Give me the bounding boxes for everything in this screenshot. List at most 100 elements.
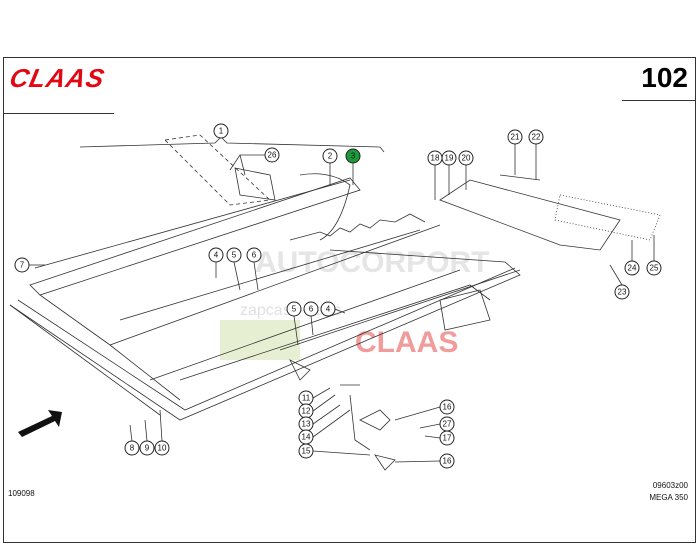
callout-label: 8 <box>130 444 135 453</box>
callout-label: 26 <box>268 151 277 160</box>
callout-circle <box>226 247 242 263</box>
callout-17[interactable]: 17 <box>439 430 455 446</box>
callout-label: 23 <box>618 288 627 297</box>
callout-16[interactable]: 16 <box>439 453 455 469</box>
callout-25[interactable]: 25 <box>646 260 662 276</box>
callout-4[interactable]: 4 <box>208 247 224 263</box>
callout-21[interactable]: 21 <box>507 129 523 145</box>
callout-circle <box>614 284 630 300</box>
callout-label: 24 <box>628 264 637 273</box>
callout-label: 11 <box>302 394 311 403</box>
callout-26[interactable]: 26 <box>264 147 280 163</box>
callout-circle <box>124 440 140 456</box>
callout-circle <box>507 129 523 145</box>
callout-label: 13 <box>302 420 311 429</box>
callout-circle <box>154 440 170 456</box>
callout-5[interactable]: 5 <box>286 301 302 317</box>
callout-2[interactable]: 2 <box>322 148 338 164</box>
callout-circle <box>303 301 319 317</box>
callout-16[interactable]: 16 <box>439 399 455 415</box>
callout-4[interactable]: 4 <box>320 301 336 317</box>
main-frame-assembly <box>9 134 661 471</box>
callout-label: 16 <box>443 457 452 466</box>
callout-label: 9 <box>145 444 150 453</box>
watermark-logo: CLAAS <box>355 326 458 359</box>
callout-12[interactable]: 12 <box>298 403 314 419</box>
callout-3[interactable]: 3 <box>345 148 361 164</box>
header-rule-left <box>4 113 114 114</box>
callout-13[interactable]: 13 <box>298 416 314 432</box>
callout-23[interactable]: 23 <box>614 284 630 300</box>
callout-label: 19 <box>445 154 454 163</box>
callout-6[interactable]: 6 <box>303 301 319 317</box>
callout-circle <box>441 150 457 166</box>
callout-label: 7 <box>20 261 25 270</box>
callout-circle <box>458 150 474 166</box>
callout-circle <box>320 301 336 317</box>
group-bracket <box>79 136 385 153</box>
callout-label: 25 <box>650 264 659 273</box>
callout-circle <box>208 247 224 263</box>
callout-circle <box>345 148 361 164</box>
callout-label: 18 <box>431 154 440 163</box>
callout-27[interactable]: 27 <box>439 416 455 432</box>
callout-8[interactable]: 8 <box>124 440 140 456</box>
callout-label: 27 <box>443 420 452 429</box>
callout-label: 6 <box>309 305 314 314</box>
callout-label: 15 <box>302 447 311 456</box>
watermark-text: AUTOCORPORT <box>255 246 489 279</box>
callout-circle <box>264 147 280 163</box>
callout-label: 20 <box>462 154 471 163</box>
callout-circle <box>213 123 229 139</box>
callout-circle <box>624 260 640 276</box>
callout-circle <box>14 257 30 273</box>
callout-6[interactable]: 6 <box>246 247 262 263</box>
callout-9[interactable]: 9 <box>139 440 155 456</box>
callout-20[interactable]: 20 <box>458 150 474 166</box>
callout-label: 10 <box>158 444 167 453</box>
callout-label: 2 <box>328 152 333 161</box>
callout-circle <box>528 129 544 145</box>
callout-circle <box>139 440 155 456</box>
callout-1[interactable]: 1 <box>213 123 229 139</box>
callout-label: 5 <box>232 251 237 260</box>
callout-18[interactable]: 18 <box>427 150 443 166</box>
callout-circle <box>439 430 455 446</box>
callout-label: 21 <box>511 133 520 142</box>
leader-lines <box>29 144 655 463</box>
reference-code: 09603z00 <box>652 481 688 490</box>
callout-circle <box>439 399 455 415</box>
callout-19[interactable]: 19 <box>441 150 457 166</box>
callout-circle <box>439 453 455 469</box>
callout-circle <box>322 148 338 164</box>
callout-10[interactable]: 10 <box>154 440 170 456</box>
callout-circle <box>286 301 302 317</box>
callout-label: 22 <box>532 133 541 142</box>
callout-label: 4 <box>326 305 331 314</box>
callout-label: 3 <box>351 152 356 161</box>
page-number: 102 <box>641 62 688 93</box>
callout-circle <box>246 247 262 263</box>
drawing-id: 109098 <box>8 489 35 498</box>
callout-24[interactable]: 24 <box>624 260 640 276</box>
callout-label: 17 <box>443 434 452 443</box>
callout-15[interactable]: 15 <box>298 443 314 459</box>
callout-5[interactable]: 5 <box>226 247 242 263</box>
callout-label: 12 <box>302 407 311 416</box>
callout-14[interactable]: 14 <box>298 429 314 445</box>
callout-label: 4 <box>214 251 219 260</box>
callout-label: 6 <box>252 251 257 260</box>
header-rule-right <box>622 100 696 101</box>
watermark-shape <box>220 320 300 360</box>
callout-circle <box>646 260 662 276</box>
callout-7[interactable]: 7 <box>14 257 30 273</box>
callout-circle <box>298 443 314 459</box>
callout-label: 14 <box>302 433 311 442</box>
callout-11[interactable]: 11 <box>298 390 314 406</box>
callout-label: 5 <box>292 305 297 314</box>
diagram-frame <box>3 57 696 543</box>
model-name: MEGA 350 <box>649 493 688 502</box>
callout-22[interactable]: 22 <box>528 129 544 145</box>
callout-label: 1 <box>219 127 224 136</box>
